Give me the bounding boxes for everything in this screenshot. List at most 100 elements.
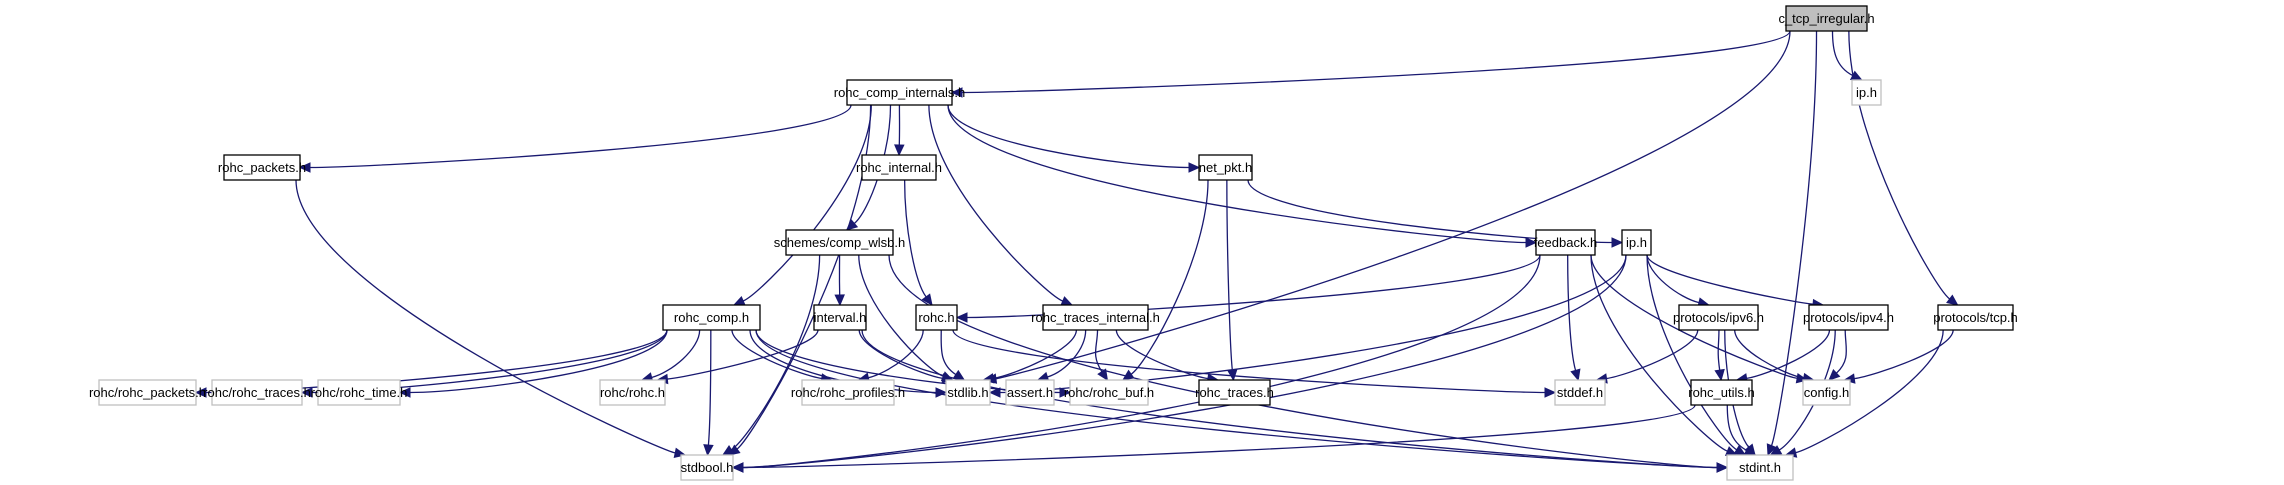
node-rohc-packets[interactable]: rohc_packets.h [218, 154, 306, 181]
arrowhead-icon [834, 294, 845, 307]
node-label: feedback.h [1534, 235, 1598, 250]
node-rohc-rohc-packets: rohc/rohc_packets.h [89, 379, 206, 406]
arrowhead-icon [1570, 368, 1581, 382]
arrowhead-icon [721, 444, 735, 456]
node-label: ip.h [1856, 85, 1877, 100]
arrowhead-icon [1060, 296, 1074, 306]
arrowhead-icon [1946, 294, 1959, 306]
node-label: rohc/rohc_buf.h [1064, 385, 1154, 400]
edge-feedback-to-stddef [1567, 254, 1577, 371]
edge-rohc_traces_internal-to-stdlib [993, 329, 1078, 380]
edge-ipv4-to-config [1836, 329, 1847, 374]
arrowhead-icon [298, 162, 311, 173]
node-stdbool: stdbool.h [680, 454, 734, 481]
edge-ipv6-to-rohc_utils [1717, 329, 1721, 371]
node-box [945, 379, 991, 406]
node-feedback[interactable]: feedback.h [1534, 229, 1598, 256]
node-rohc-traces[interactable]: rohc_traces.h [1195, 379, 1274, 406]
edge-rohc_comp_internals-to-rohc_packets [309, 104, 852, 169]
node-rohc-comp-internals[interactable]: rohc_comp_internals.h [834, 79, 966, 106]
edge-rohc-to-stdlib [940, 329, 957, 376]
node-box [1802, 379, 1851, 406]
node-ipv6[interactable]: protocols/ipv6.h [1673, 304, 1764, 331]
arrowhead-icon [398, 387, 411, 398]
node-ipv4[interactable]: protocols/ipv4.h [1803, 304, 1894, 331]
edge-rohc_comp_internals-to-rohc_traces_internal [928, 104, 1064, 302]
node-label: config.h [1804, 385, 1850, 400]
node-label: rohc_internal.h [856, 160, 942, 175]
edge-net_pkt-to-rohc_rohc_buf [1130, 179, 1209, 375]
node-box [1198, 379, 1271, 406]
node-box [1621, 229, 1652, 256]
node-box [1198, 154, 1253, 181]
node-rohc-utils[interactable]: rohc_utils.h [1688, 379, 1755, 406]
node-label: stdlib.h [947, 385, 988, 400]
edge-rohc_comp_internals-to-net_pkt [947, 104, 1190, 169]
node-label: protocols/ipv6.h [1673, 310, 1764, 325]
arrowhead-icon [300, 387, 313, 398]
arrowhead-icon [1227, 368, 1238, 382]
node-box [1937, 304, 2014, 331]
node-rohc-traces-internal[interactable]: rohc_traces_internal.h [1031, 304, 1160, 331]
arrowhead-icon [1544, 387, 1557, 398]
node-label: schemes/comp_wlsb.h [774, 235, 906, 250]
edge-c_tcp_irregular-to-ip_ext [1831, 30, 1854, 77]
arrowhead-icon [952, 369, 966, 381]
node-config: config.h [1802, 379, 1851, 406]
edges-layer [194, 30, 1959, 473]
node-label: rohc/rohc_traces.h [203, 385, 311, 400]
edge-rohc_comp_internals-to-feedback [947, 104, 1527, 244]
edge-feedback-to-rohc [966, 254, 1541, 319]
node-stdlib: stdlib.h [945, 379, 991, 406]
node-box [785, 229, 894, 256]
node-tcp[interactable]: protocols/tcp.h [1933, 304, 2018, 331]
node-rohc-rohc-traces: rohc/rohc_traces.h [203, 379, 311, 406]
node-label: rohc_traces.h [1195, 385, 1274, 400]
edge-rohc_traces_internal-to-rohc_traces [1115, 329, 1209, 380]
edge-interval-to-stdint [861, 329, 1718, 469]
arrowhead-icon [1714, 368, 1725, 382]
node-stdint: stdint.h [1726, 454, 1794, 481]
node-c-tcp-irregular[interactable]: c_tcp_irregular.h [1778, 5, 1875, 32]
node-label: protocols/tcp.h [1933, 310, 2018, 325]
node-box [846, 79, 953, 106]
arrowhead-icon [894, 144, 905, 157]
arrowhead-icon [731, 462, 744, 473]
edge-rohc_traces_internal-to-assert [1047, 329, 1087, 378]
node-box [1726, 454, 1794, 481]
node-label: rohc/rohc_time.h [311, 385, 408, 400]
node-box [861, 154, 937, 181]
node-stddef: stddef.h [1554, 379, 1606, 406]
node-rohc[interactable]: rohc.h [915, 304, 958, 331]
node-box [1042, 304, 1149, 331]
node-interval[interactable]: interval.h [813, 304, 867, 331]
node-label: rohc_comp_internals.h [834, 85, 966, 100]
node-box [1554, 379, 1606, 406]
node-box [599, 379, 666, 406]
edge-rohc_comp-to-rohc_rohc [651, 329, 701, 379]
edge-c_tcp_irregular-to-tcp [1848, 30, 1951, 300]
edge-rohc_comp-to-rohc_rohc_profiles [731, 329, 822, 380]
node-rohc-comp[interactable]: rohc_comp.h [662, 304, 761, 331]
edge-rohc_packets-to-stdbool [295, 179, 676, 454]
node-box [1808, 304, 1889, 331]
edge-feedback-to-stdbool [742, 254, 1541, 469]
node-box [801, 379, 895, 406]
node-net-pkt[interactable]: net_pkt.h [1198, 154, 1253, 181]
edge-rohc-to-rohc_rohc_profiles [868, 329, 924, 379]
node-ip[interactable]: ip.h [1621, 229, 1652, 256]
edge-rohc_comp-to-rohc_rohc_time [409, 329, 668, 394]
node-box [223, 154, 301, 181]
arrowhead-icon [1188, 162, 1201, 173]
arrowhead-icon [194, 387, 207, 398]
edge-rohc_internal-to-rohc [903, 179, 927, 298]
node-box [1690, 379, 1753, 406]
node-rohc-internal[interactable]: rohc_internal.h [856, 154, 942, 181]
node-box [1535, 229, 1596, 256]
arrowhead-icon [921, 293, 933, 306]
node-box [680, 454, 734, 481]
node-label: rohc/rohc.h [600, 385, 665, 400]
edge-ipv6-to-stddef [1606, 329, 1699, 380]
node-comp-wlsb[interactable]: schemes/comp_wlsb.h [774, 229, 906, 256]
